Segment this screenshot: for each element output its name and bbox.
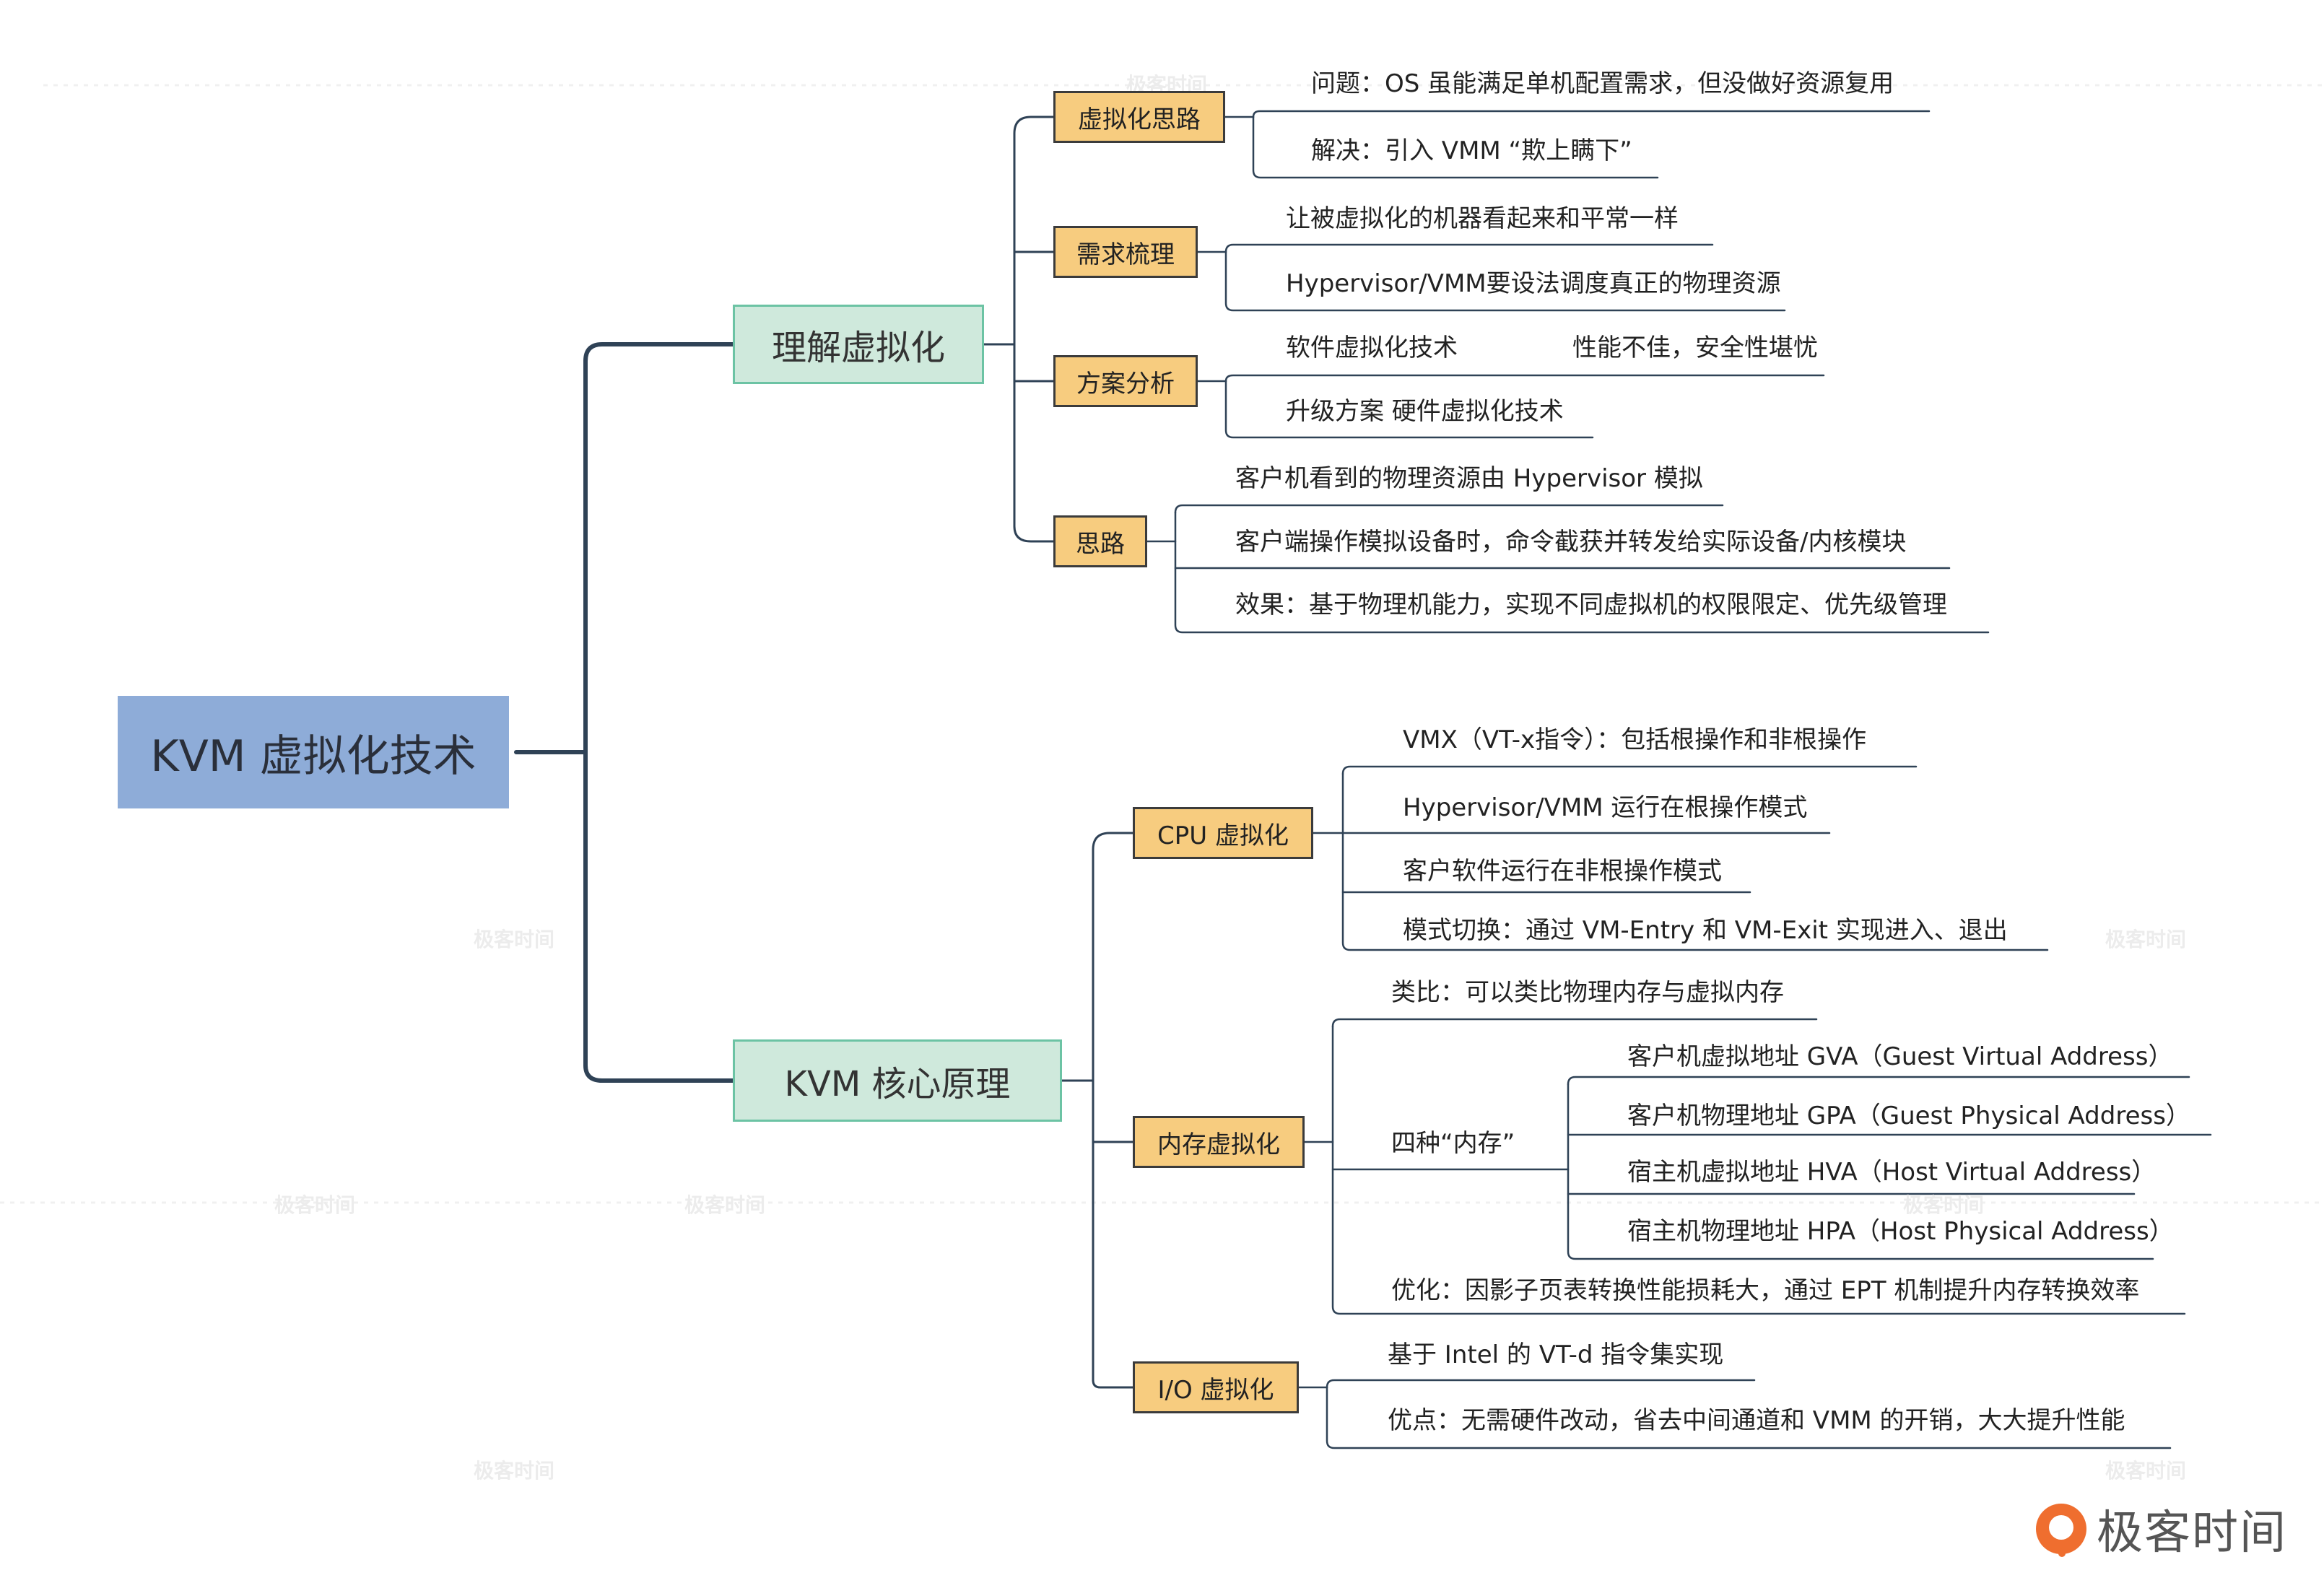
leaf-text: 优化：因影子页表转换性能损耗大，通过 EPT 机制提升内存转换效率 bbox=[1391, 1276, 2140, 1305]
connector-line bbox=[1252, 115, 1659, 179]
connector-line bbox=[1174, 504, 1724, 514]
watermark-text: 极客时间 bbox=[684, 1193, 766, 1217]
leaf-text: 问题：OS 虽能满足单机配置需求，但没做好资源复用 bbox=[1311, 69, 1894, 98]
branch-understand-virtualization[interactable]: 理解虚拟化 bbox=[733, 305, 984, 384]
watermark-text: 极客时间 bbox=[2105, 928, 2187, 951]
leaf-text: 客户软件运行在非根操作模式 bbox=[1403, 857, 1722, 886]
leaf-text: 效果：基于物理机能力，实现不同虚拟机的权限限定、优先级管理 bbox=[1235, 590, 1947, 619]
topic-approach[interactable]: 思路 bbox=[1053, 515, 1147, 567]
connector-line bbox=[1013, 115, 1055, 135]
topic-memory-virtualization[interactable]: 内存虚拟化 bbox=[1133, 1116, 1305, 1168]
leaf-text: 性能不佳，安全性堪忧 bbox=[1572, 333, 1818, 362]
brand-logo: 极客时间 bbox=[2036, 1496, 2287, 1562]
watermark-text: 极客时间 bbox=[1903, 1193, 1985, 1217]
leaf-text: 解决：引入 VMM “欺上瞒下” bbox=[1311, 136, 1632, 165]
leaf-text: 四种“内存” bbox=[1391, 1129, 1515, 1158]
connector-line bbox=[1224, 243, 1714, 253]
connector-line bbox=[1224, 374, 1825, 383]
connector-line bbox=[583, 342, 735, 363]
leaf-text: Hypervisor/VMM要设法调度真正的物理资源 bbox=[1286, 269, 1781, 298]
connector-line bbox=[1326, 1379, 1756, 1389]
leaf-text: 客户端操作模拟设备时，命令截获并转发给实际设备/内核模块 bbox=[1235, 528, 1907, 557]
watermark-text: 极客时间 bbox=[474, 928, 555, 951]
connector-line bbox=[1341, 772, 2049, 951]
connector-line bbox=[1326, 1386, 2172, 1449]
connector-line bbox=[1331, 1018, 1818, 1028]
leaf-text: 宿主机物理地址 HPA（Host Physical Address） bbox=[1627, 1217, 2174, 1246]
connector-line bbox=[583, 1063, 735, 1083]
connector-line bbox=[1567, 1076, 2190, 1086]
connector-line bbox=[1567, 1083, 2154, 1260]
leaf-text: Hypervisor/VMM 运行在根操作模式 bbox=[1403, 793, 1808, 822]
leaf-text: 客户机物理地址 GPA（Guest Physical Address） bbox=[1627, 1102, 2190, 1130]
leaf-text: VMX（VT-x指令）：包括根操作和非根操作 bbox=[1403, 725, 1867, 754]
leaf-text: 基于 Intel 的 VT-d 指令集实现 bbox=[1388, 1340, 1724, 1369]
connector-line bbox=[1252, 110, 1931, 118]
watermark-text: 极客时间 bbox=[2105, 1459, 2187, 1483]
leaf-text: 软件虚拟化技术 bbox=[1286, 333, 1458, 362]
connector-line bbox=[1331, 1025, 2186, 1315]
watermark-text: 极客时间 bbox=[474, 1459, 555, 1483]
root-node[interactable]: KVM 虚拟化技术 bbox=[118, 696, 509, 808]
leaf-text: 客户机看到的物理资源由 Hypervisor 模拟 bbox=[1235, 464, 1703, 493]
connector-line bbox=[1341, 765, 1918, 775]
leaf-text: 让被虚拟化的机器看起来和平常一样 bbox=[1286, 204, 1679, 233]
watermark-text: 极客时间 bbox=[274, 1193, 356, 1217]
leaf-text: 模式切换：通过 VM-Entry 和 VM-Exit 实现进入、退出 bbox=[1403, 916, 2008, 945]
topic-solution-analysis[interactable]: 方案分析 bbox=[1053, 355, 1198, 407]
connector-line bbox=[1174, 511, 1990, 634]
logo-text: 极客时间 bbox=[2097, 1506, 2287, 1560]
connector-line bbox=[1224, 250, 1786, 312]
topic-io-virtualization[interactable]: I/O 虚拟化 bbox=[1133, 1361, 1299, 1413]
connector-line bbox=[1092, 832, 1134, 851]
logo-icon bbox=[2036, 1504, 2086, 1557]
topic-cpu-virtualization[interactable]: CPU 虚拟化 bbox=[1133, 807, 1313, 859]
leaf-text: 升级方案 硬件虚拟化技术 bbox=[1286, 397, 1564, 426]
leaf-text: 优点：无需硬件改动，省去中间通道和 VMM 的开销，大大提升性能 bbox=[1388, 1406, 2125, 1435]
leaf-text: 客户机虚拟地址 GVA（Guest Virtual Address） bbox=[1627, 1042, 2173, 1071]
topic-virtualization-idea[interactable]: 虚拟化思路 bbox=[1053, 91, 1225, 143]
topic-requirements[interactable]: 需求梳理 bbox=[1053, 226, 1198, 278]
branch-kvm-core[interactable]: KVM 核心原理 bbox=[733, 1039, 1062, 1122]
connector-line bbox=[1013, 525, 1055, 543]
leaf-text: 宿主机虚拟地址 HVA（Host Virtual Address） bbox=[1627, 1158, 2157, 1187]
connector-line bbox=[1224, 380, 1594, 439]
connector-line bbox=[1092, 1379, 1134, 1389]
leaf-text: 类比：可以类比物理内存与虚拟内存 bbox=[1391, 978, 1784, 1007]
